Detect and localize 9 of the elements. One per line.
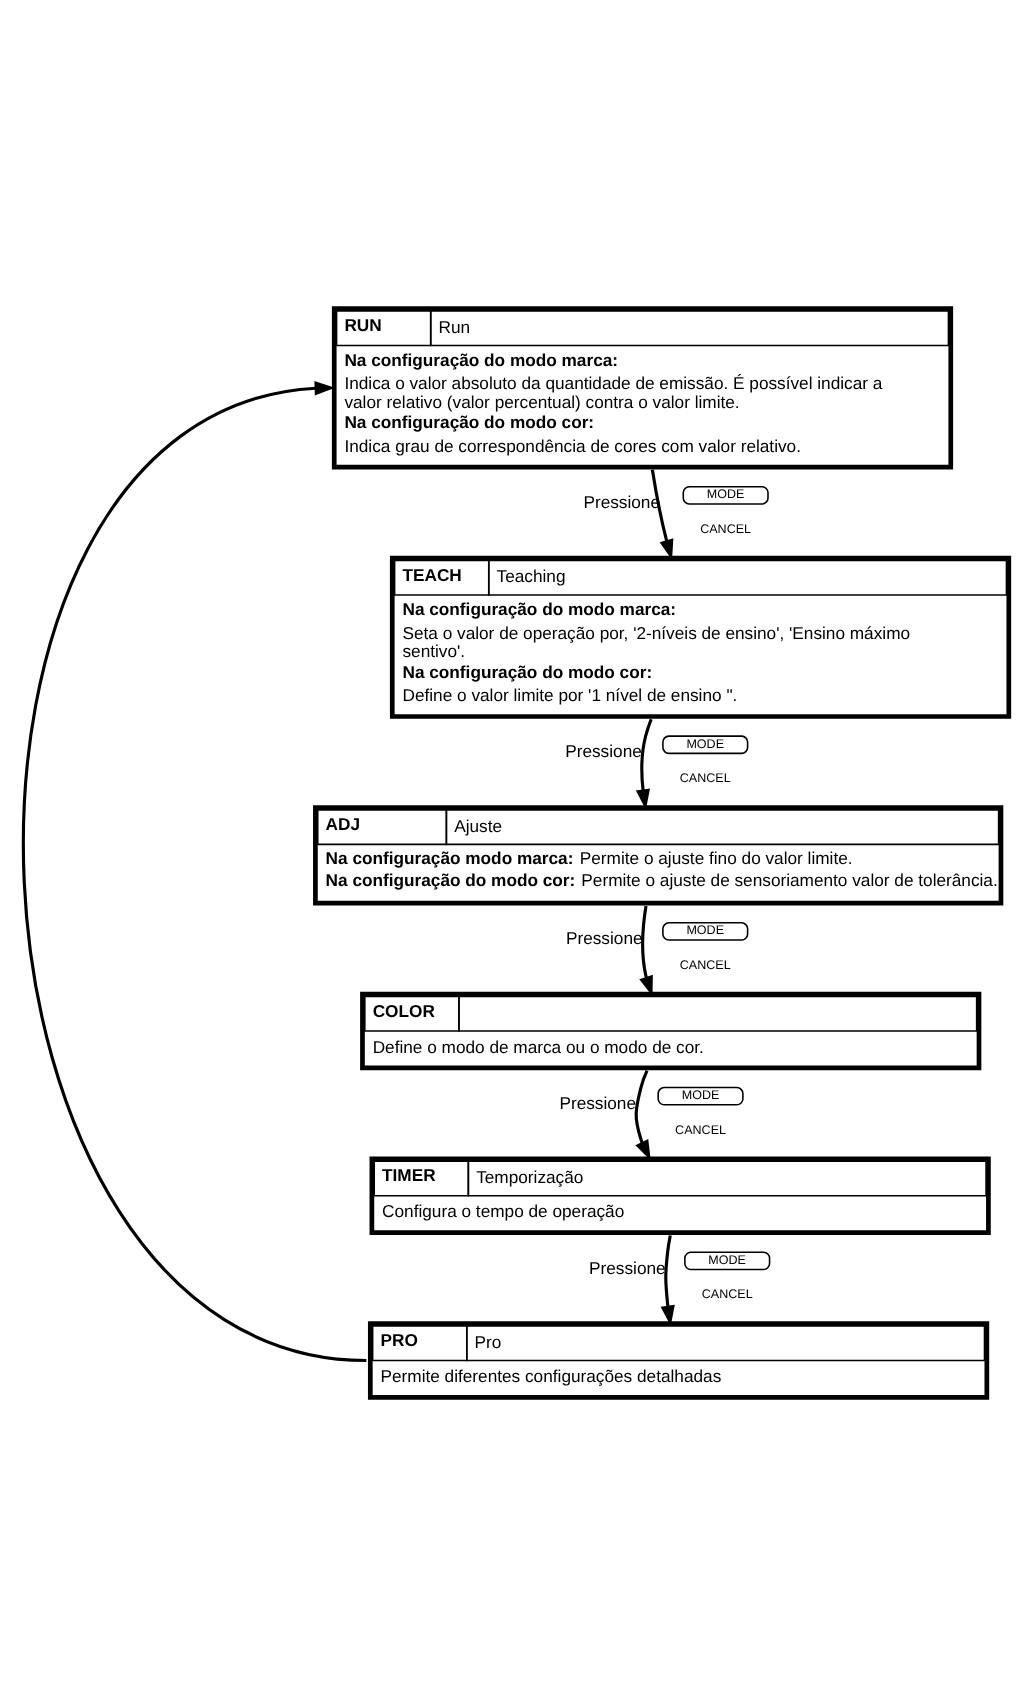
arrow	[22, 381, 367, 1363]
arrow	[660, 1235, 675, 1326]
edge-label: Pressione	[565, 740, 642, 761]
arrow	[639, 905, 653, 997]
arrow	[634, 1070, 651, 1161]
arrow	[650, 469, 674, 560]
edge-label: Pressione	[589, 1257, 666, 1278]
arrow	[635, 718, 653, 810]
edge-label: Pressione	[559, 1092, 637, 1113]
